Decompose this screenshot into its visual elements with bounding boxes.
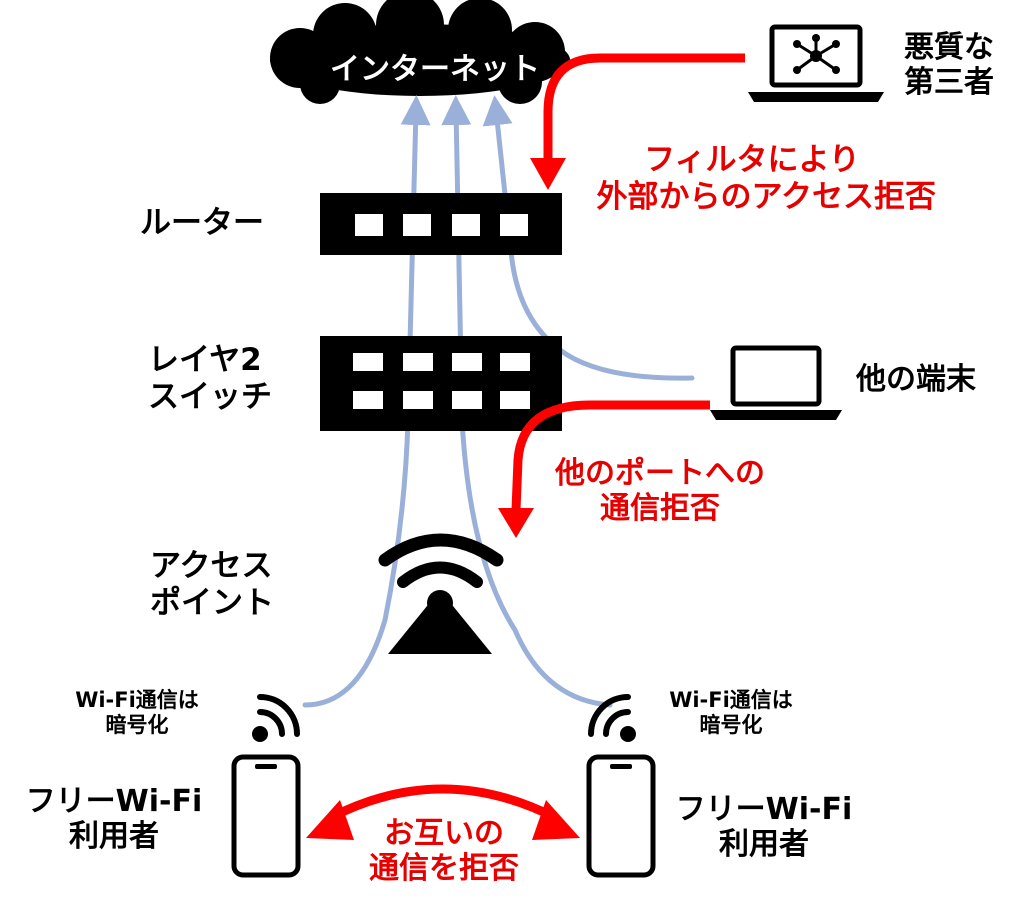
internet-label: インターネット: [330, 52, 540, 87]
filter-note: フィルタにより 外部からのアクセス拒否: [568, 142, 936, 215]
port-note: 他のポートへの 通信拒否: [540, 456, 780, 527]
left-wifi-signal-icon: [252, 694, 300, 742]
right-encryption-line2: 暗号化: [699, 712, 763, 737]
left-user-line1: フリーWi-Fi: [25, 784, 203, 819]
network-laptop-icon: [748, 24, 884, 102]
router-label: ルーター: [140, 205, 264, 241]
left-user-label: フリーWi-Fi 利用者: [10, 784, 218, 855]
layer2-switch-device: [320, 336, 562, 431]
mutual-note-line1: お互いの: [384, 816, 504, 851]
router-device: [320, 193, 562, 255]
right-user-line: [441, 95, 613, 708]
wifi-access-point-icon: [378, 533, 504, 654]
attacker-label-line2: 第三者: [904, 65, 994, 101]
attacker-label: 悪質な 第三者: [904, 30, 994, 101]
right-wifi-signal-icon: [588, 694, 636, 742]
right-user-line1: フリーWi-Fi: [675, 792, 853, 827]
switch-label: レイヤ2 スイッチ: [148, 342, 272, 415]
access-point-label-line2: ポイント: [150, 584, 274, 621]
attacker-label-line1: 悪質な: [904, 30, 994, 65]
left-encryption-note: Wi-Fi通信は 暗号化: [62, 688, 212, 738]
left-user-line2: 利用者: [69, 819, 159, 855]
left-smartphone-icon: [231, 754, 301, 878]
filter-note-line2: 外部からのアクセス拒否: [596, 178, 936, 215]
mutual-note-line2: 通信を拒否: [369, 851, 519, 887]
port-note-line2: 通信拒否: [600, 491, 720, 527]
right-encryption-note: Wi-Fi通信は 暗号化: [656, 688, 806, 738]
other-device-label: 他の端末: [856, 362, 976, 397]
switch-label-line2: スイッチ: [148, 378, 272, 415]
laptop-icon: [710, 345, 842, 420]
left-user-line: [302, 95, 431, 708]
right-smartphone-icon: [586, 754, 656, 878]
internet-cloud: [270, 0, 570, 104]
mutual-note: お互いの 通信を拒否: [340, 816, 548, 887]
mutual-deny-arrow: [306, 784, 580, 840]
right-user-label: フリーWi-Fi 利用者: [660, 792, 868, 863]
port-deny-arrow: [498, 400, 710, 538]
access-point-label-line1: アクセス: [150, 548, 273, 584]
switch-label-line1: レイヤ2: [148, 342, 262, 378]
filter-note-line1: フィルタにより: [644, 142, 860, 178]
right-encryption-line1: Wi-Fi通信は: [669, 688, 793, 712]
port-note-line1: 他のポートへの: [555, 456, 765, 491]
left-encryption-line2: 暗号化: [105, 712, 169, 737]
left-encryption-line1: Wi-Fi通信は: [75, 688, 199, 712]
filter-arrow: [530, 53, 745, 190]
right-user-line2: 利用者: [719, 827, 809, 863]
access-point-label: アクセス ポイント: [150, 548, 274, 621]
